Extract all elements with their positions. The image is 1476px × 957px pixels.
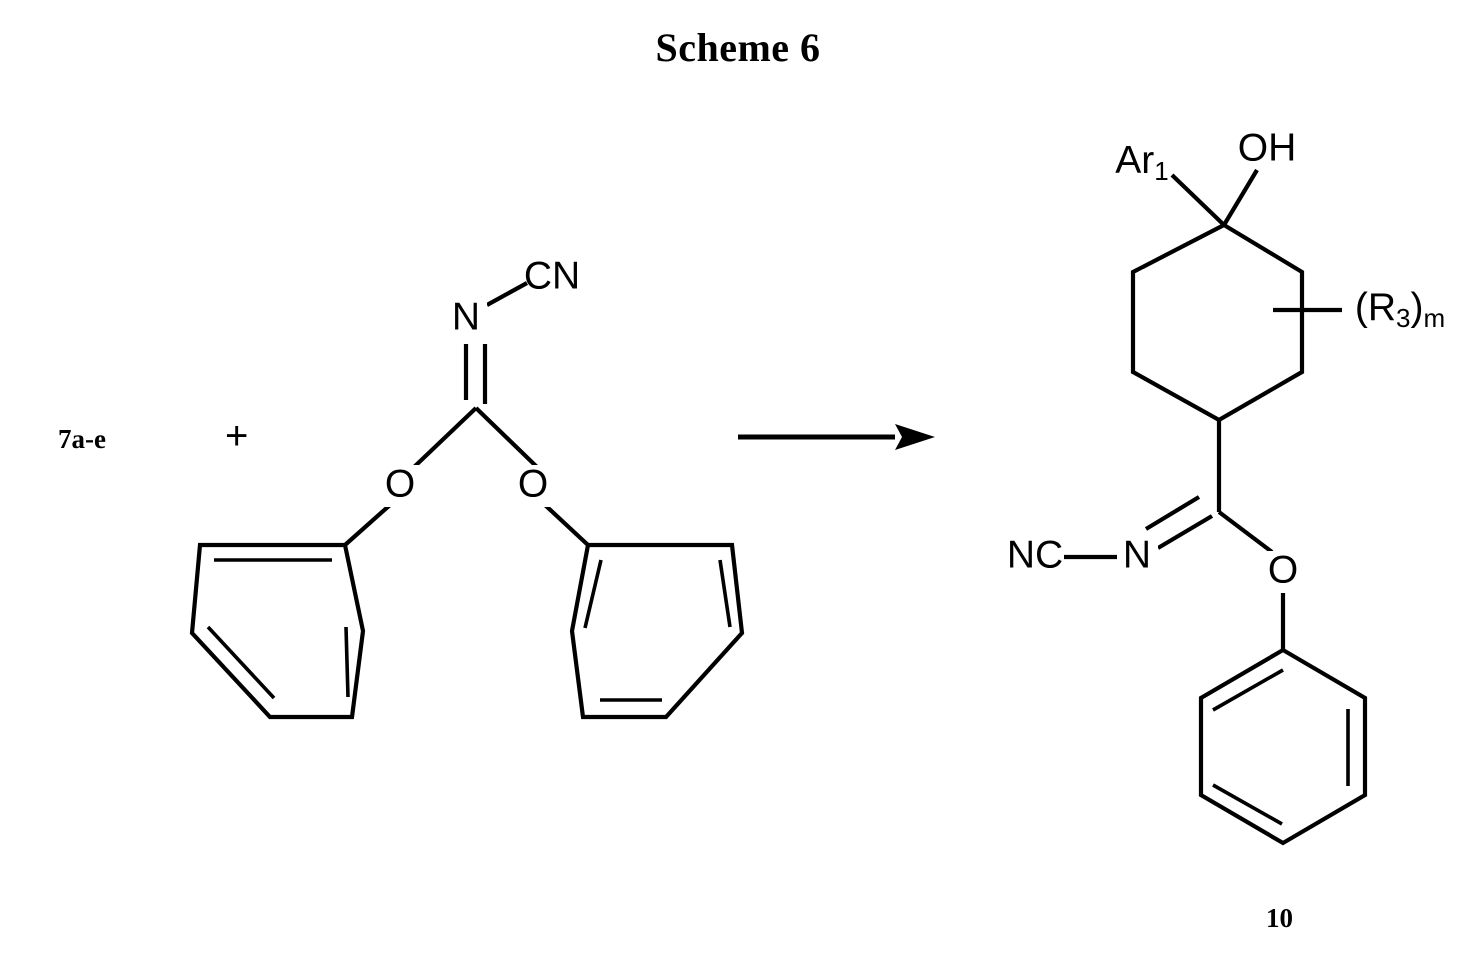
ring-phenyl-left-outline [189, 542, 366, 720]
r3-open: (R [1355, 286, 1396, 329]
atom-label-oxygen-left: O [385, 462, 415, 505]
bond-o-left-to-phenyl [343, 503, 392, 547]
atom-label-aryl: Ar1 [1115, 139, 1168, 186]
plus-sign: + [225, 414, 249, 458]
atom-bg-ester-oxygen [1264, 551, 1304, 593]
ring-phenyl-product-double-lowerleft [1212, 783, 1283, 826]
page-title: Scheme 6 [655, 25, 821, 70]
atom-label-cyano: CN [524, 254, 580, 297]
r3-count: m [1423, 303, 1445, 333]
atom-label-nitrogen: N [452, 295, 480, 338]
bond-n-to-cn [485, 281, 529, 307]
bond-c-n-double-a [1156, 514, 1214, 550]
r3-subscript: 3 [1396, 303, 1410, 333]
aryl-subscript: 1 [1154, 156, 1168, 186]
bond-c1-to-oh [1222, 168, 1259, 227]
product-label-10: 10 [1266, 903, 1293, 933]
atom-label-imine-nitrogen: N [1123, 533, 1151, 576]
bond-c-to-o-right [474, 406, 540, 470]
ring-phenyl-product-outline [1198, 648, 1368, 846]
bond-c-n-double-b [1144, 495, 1201, 531]
bond-c-to-o-left [411, 406, 478, 470]
atom-label-hydroxyl: OH [1238, 126, 1297, 169]
atom-bg-imine-nitrogen [1118, 536, 1158, 578]
bond-c-to-ester-o [1217, 510, 1274, 554]
arrow-head [895, 424, 935, 450]
reaction-arrow [738, 424, 935, 450]
atom-label-oxygen-right: O [518, 462, 548, 505]
ring-phenyl-left-double-lowerright [344, 626, 350, 698]
ring-phenyl-right-outline [569, 542, 745, 720]
r3-close: ) [1410, 286, 1423, 329]
aryl-text: Ar [1115, 139, 1154, 182]
atom-label-substituent-r3m: (R3)m [1355, 286, 1445, 333]
atom-label-nitrile: NC [1007, 533, 1063, 576]
atom-label-ester-oxygen: O [1268, 548, 1298, 591]
ring-phenyl-right-double-upperleft [583, 559, 603, 629]
atom-bg-oxygen-right [514, 465, 554, 507]
reactant-label-7a-e: 7a-e [58, 424, 106, 454]
ring-phenyl-right-double-upperright [718, 559, 732, 628]
ring-phenyl-product-double-upperleft [1212, 668, 1284, 712]
atom-bg-oxygen-left [381, 465, 421, 507]
bond-o-right-to-phenyl [543, 503, 590, 547]
atom-bg-nitrogen [447, 298, 487, 340]
ring-cyclohexane-outline [1130, 223, 1305, 423]
ring-phenyl-left-double-lowerleft [206, 625, 276, 700]
bond-ar1-to-c1 [1170, 173, 1226, 227]
